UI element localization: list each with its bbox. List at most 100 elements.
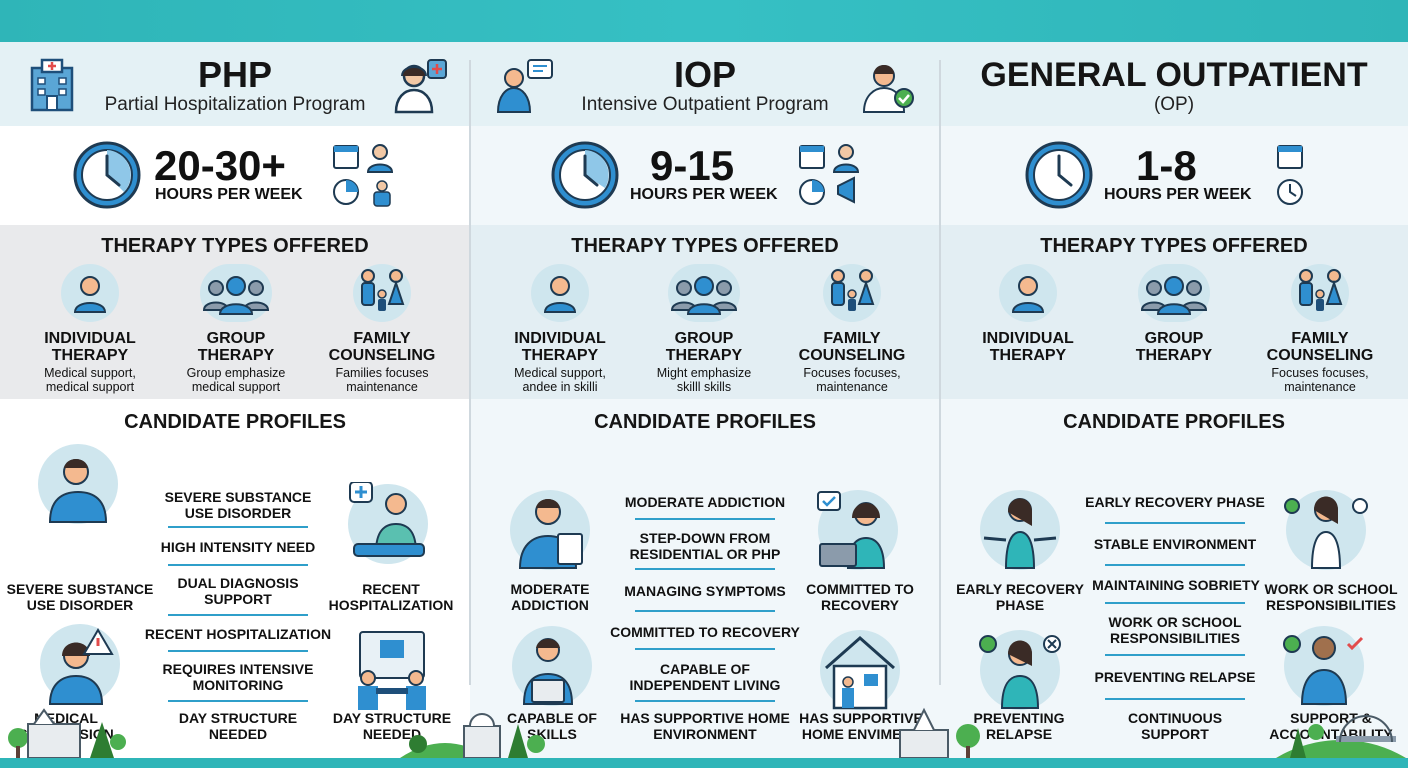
column-divider xyxy=(469,60,471,685)
therapy-desc: Medical support, xyxy=(44,366,136,380)
profile-side-2: WORK OR SCHOOL RESPONSIBILITIES xyxy=(1264,581,1398,613)
op-header-band xyxy=(940,42,1408,126)
program-full-name: Partial Hospitalization Program xyxy=(104,94,366,115)
divider xyxy=(168,614,308,616)
therapy-name: THERAPY xyxy=(989,347,1067,364)
profiles-section-title: CANDIDATE PROFILES xyxy=(594,411,816,433)
therapy-desc: skilll skills xyxy=(676,380,732,394)
profile-item: CONTINUOUS SUPPORT xyxy=(1127,710,1223,742)
profile-item: CAPABLE OF INDEPENDENT LIVING xyxy=(629,661,781,693)
profile-item: COMMITTED TO RECOVERY xyxy=(610,624,800,640)
profile-side-2: COMMITTED TO RECOVERY xyxy=(806,581,914,613)
therapy-name: GROUP xyxy=(206,330,266,347)
home-icon xyxy=(820,630,900,710)
therapy-name: THERAPY xyxy=(665,347,743,364)
iop-column: IOP Intensive Outpatient Program 9-15 HO… xyxy=(400,42,940,758)
therapy-name: FAMILY xyxy=(1291,330,1349,347)
doctor-icon xyxy=(394,59,447,114)
clock-icon xyxy=(1025,141,1093,209)
profile-item: MAINTAINING SOBRIETY xyxy=(1092,577,1260,593)
profile-item: HAS SUPPORTIVE HOME ENVIRONMENT xyxy=(620,710,790,742)
profile-item: REQUIRES INTENSIVE MONITORING xyxy=(162,661,314,693)
profile-side-3: PREVENTING RELAPSE xyxy=(973,710,1065,742)
therapy-name: GROUP xyxy=(1144,330,1204,347)
profile-item: EARLY RECOVERY PHASE xyxy=(1085,494,1265,510)
capitol-scene-icon xyxy=(400,713,545,758)
therapy-name: COUNSELING xyxy=(328,347,436,364)
stressed-person-icon xyxy=(38,444,118,524)
profile-item: DUAL DIAGNOSIS SUPPORT xyxy=(177,575,299,607)
therapy-section-title: THERAPY TYPES OFFERED xyxy=(1040,235,1308,257)
hours-label: HOURS PER WEEK xyxy=(630,186,778,203)
divider xyxy=(1105,698,1245,700)
person-icon xyxy=(61,264,119,322)
church-scene-icon xyxy=(899,707,980,758)
profile-item: STEP-DOWN FROM RESIDENTIAL OR PHP xyxy=(629,530,781,562)
profile-item: RECENT HOSPITALIZATION xyxy=(144,626,332,642)
profile-item: PREVENTING RELAPSE xyxy=(1094,669,1256,685)
hours-label: HOURS PER WEEK xyxy=(1104,186,1252,203)
family-icon xyxy=(1291,264,1349,322)
family-icon xyxy=(823,264,881,322)
town-scene-icon xyxy=(8,708,126,758)
therapy-name: THERAPY xyxy=(51,347,129,364)
hours-value: 20-30+ xyxy=(154,142,286,189)
therapy-desc: medical support xyxy=(45,380,135,394)
php-column: PHP Partial Hospitalization Program 20-3… xyxy=(0,42,470,758)
hours-value: 9-15 xyxy=(650,142,735,189)
therapy-desc: Focuses focuses, xyxy=(803,366,901,380)
clock-icon xyxy=(551,141,619,209)
profile-side-2: RECENT HOSPITALIZATION xyxy=(328,581,454,613)
therapy-desc: Medical support, xyxy=(514,366,606,380)
therapy-name: INDIVIDUAL xyxy=(514,330,606,347)
therapy-name: THERAPY xyxy=(521,347,599,364)
group-icon xyxy=(668,264,740,322)
profiles-section-title: CANDIDATE PROFILES xyxy=(1063,411,1285,433)
program-abbr: PHP xyxy=(197,54,273,95)
program-full-name: (OP) xyxy=(1153,94,1195,115)
divider xyxy=(635,648,775,650)
divider xyxy=(168,650,308,652)
group-icon xyxy=(1138,264,1210,322)
group-icon xyxy=(200,264,272,322)
calendar-timer-icons xyxy=(1277,145,1303,205)
program-abbr: IOP xyxy=(673,54,736,95)
divider xyxy=(1105,602,1245,604)
person-icon xyxy=(999,264,1057,322)
therapy-desc: Families focuses xyxy=(335,366,429,380)
medical-staff-icon xyxy=(348,482,428,564)
woman-balance-icon xyxy=(1284,490,1368,570)
therapy-name: INDIVIDUAL xyxy=(44,330,136,347)
profile-item: STABLE ENVIRONMENT xyxy=(1093,536,1257,552)
counselor-chat-icon xyxy=(496,59,553,113)
therapy-section-title: THERAPY TYPES OFFERED xyxy=(571,235,839,257)
schedule-icons xyxy=(333,144,394,207)
program-abbr: GENERAL OUTPATIENT xyxy=(980,56,1368,94)
divider xyxy=(635,700,775,702)
top-banner xyxy=(0,0,1408,42)
divider xyxy=(168,564,308,566)
divider xyxy=(168,700,308,702)
doctor-check-icon xyxy=(862,65,914,113)
schedule-icons xyxy=(799,144,860,205)
profiles-section-title: CANDIDATE PROFILES xyxy=(124,411,346,433)
therapy-desc: medical support xyxy=(191,380,281,394)
person-computer-icon xyxy=(512,626,592,706)
therapy-name: THERAPY xyxy=(197,347,275,364)
woman-open-arms-icon xyxy=(980,490,1060,570)
therapy-name: THERAPY xyxy=(1135,347,1213,364)
woman-choices-icon xyxy=(979,630,1061,710)
profile-side-1: SEVERE SUBSTANCE USE DISORDER xyxy=(6,581,154,613)
meeting-icon xyxy=(358,631,426,710)
therapy-desc: Group emphasize xyxy=(186,366,286,380)
bottom-banner xyxy=(0,758,1408,768)
divider xyxy=(1105,564,1245,566)
hours-value: 1-8 xyxy=(1136,142,1197,189)
therapy-desc: maintenance xyxy=(346,380,418,394)
